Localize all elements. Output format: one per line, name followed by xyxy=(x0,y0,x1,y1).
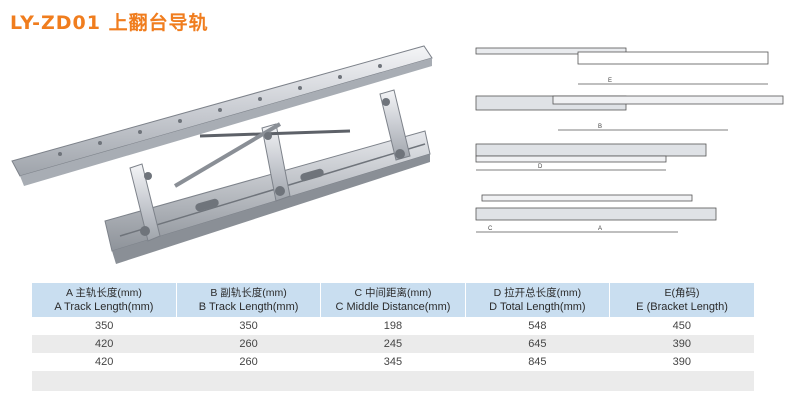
table-cell xyxy=(320,371,466,391)
table-row: 350 350 198 548 450 xyxy=(32,317,754,335)
header-a: A 主轨长度(mm)A Track Length(mm) xyxy=(32,283,177,317)
table-cell: 420 xyxy=(32,335,177,353)
table-cell: 420 xyxy=(32,353,177,371)
table-cell xyxy=(176,371,321,391)
table-row xyxy=(32,371,754,391)
table-cell xyxy=(465,371,610,391)
table-cell: 450 xyxy=(609,317,754,335)
table-cell: 245 xyxy=(320,335,466,353)
table-row: 420 260 245 645 390 xyxy=(32,335,754,353)
table-cell: 390 xyxy=(609,353,754,371)
table-cell xyxy=(609,371,754,391)
label-e: E xyxy=(608,78,612,84)
header-e: E(角码)E (Bracket Length) xyxy=(609,283,754,317)
table-cell: 845 xyxy=(465,353,610,371)
technical-drawings: E B D C A xyxy=(475,47,784,233)
table-cell: 198 xyxy=(320,317,466,335)
label-d: D xyxy=(538,164,543,170)
table-cell: 345 xyxy=(320,353,466,371)
table-cell: 390 xyxy=(609,335,754,353)
header-b: B 副轨长度(mm)B Track Length(mm) xyxy=(176,283,322,317)
label-c: C xyxy=(488,226,493,232)
table-cell: 350 xyxy=(32,317,177,335)
header-c: C 中间距离(mm)C Middle Distance(mm) xyxy=(320,283,466,317)
table-cell: 350 xyxy=(176,317,321,335)
table-cell: 260 xyxy=(176,335,321,353)
page-title: LY-ZD01 上翻台导轨 xyxy=(10,12,209,34)
label-b: B xyxy=(598,124,602,130)
header-d: D 拉开总长度(mm)D Total Length(mm) xyxy=(465,283,611,317)
table-header-row: A 主轨长度(mm)A Track Length(mm) B 副轨长度(mm)B… xyxy=(32,283,754,317)
product-photo xyxy=(11,45,433,264)
spec-table: A 主轨长度(mm)A Track Length(mm) B 副轨长度(mm)B… xyxy=(32,283,754,391)
table-cell: 260 xyxy=(176,353,321,371)
table-cell: 645 xyxy=(465,335,610,353)
table-cell xyxy=(32,371,177,391)
label-a: A xyxy=(598,226,602,232)
table-row: 420 260 345 845 390 xyxy=(32,353,754,371)
table-cell: 548 xyxy=(465,317,610,335)
